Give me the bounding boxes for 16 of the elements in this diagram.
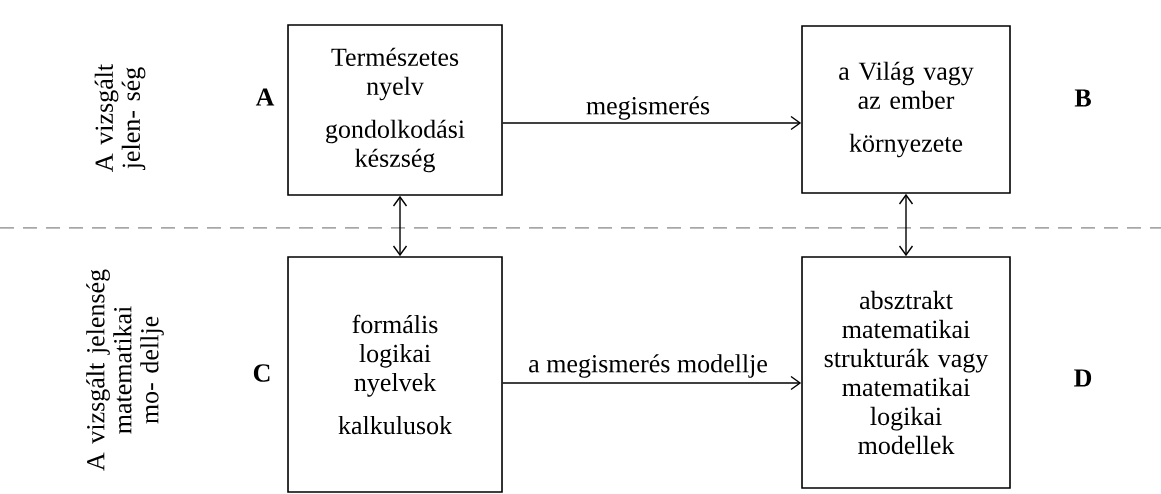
- process-box: Természetes nyelv gondolkodási készség: [287, 24, 503, 196]
- arrow: [502, 375, 802, 391]
- edge-label: megismerés: [586, 96, 710, 120]
- side-label: A vizsgált jelenség matematikai mo- dellje: [86, 269, 164, 471]
- edge-label: a megismerés modellje: [529, 354, 767, 378]
- arrow: [392, 195, 408, 257]
- letter-label: B: [1074, 89, 1091, 107]
- process-box: a Világ vagy az ember környezete: [801, 25, 1011, 194]
- process-box: absztrakt matematikai strukturák vagy matematikai logikai modellek: [801, 256, 1011, 489]
- arrow: [898, 193, 914, 257]
- letter-label: D: [1074, 369, 1092, 387]
- letter-label: A: [255, 88, 275, 106]
- side-label: A vizsgált jelen- ség: [94, 64, 146, 172]
- process-box: formális logikai nyelvek kalkulusok: [287, 256, 503, 493]
- arrow: [502, 115, 802, 131]
- letter-label: C: [253, 364, 270, 382]
